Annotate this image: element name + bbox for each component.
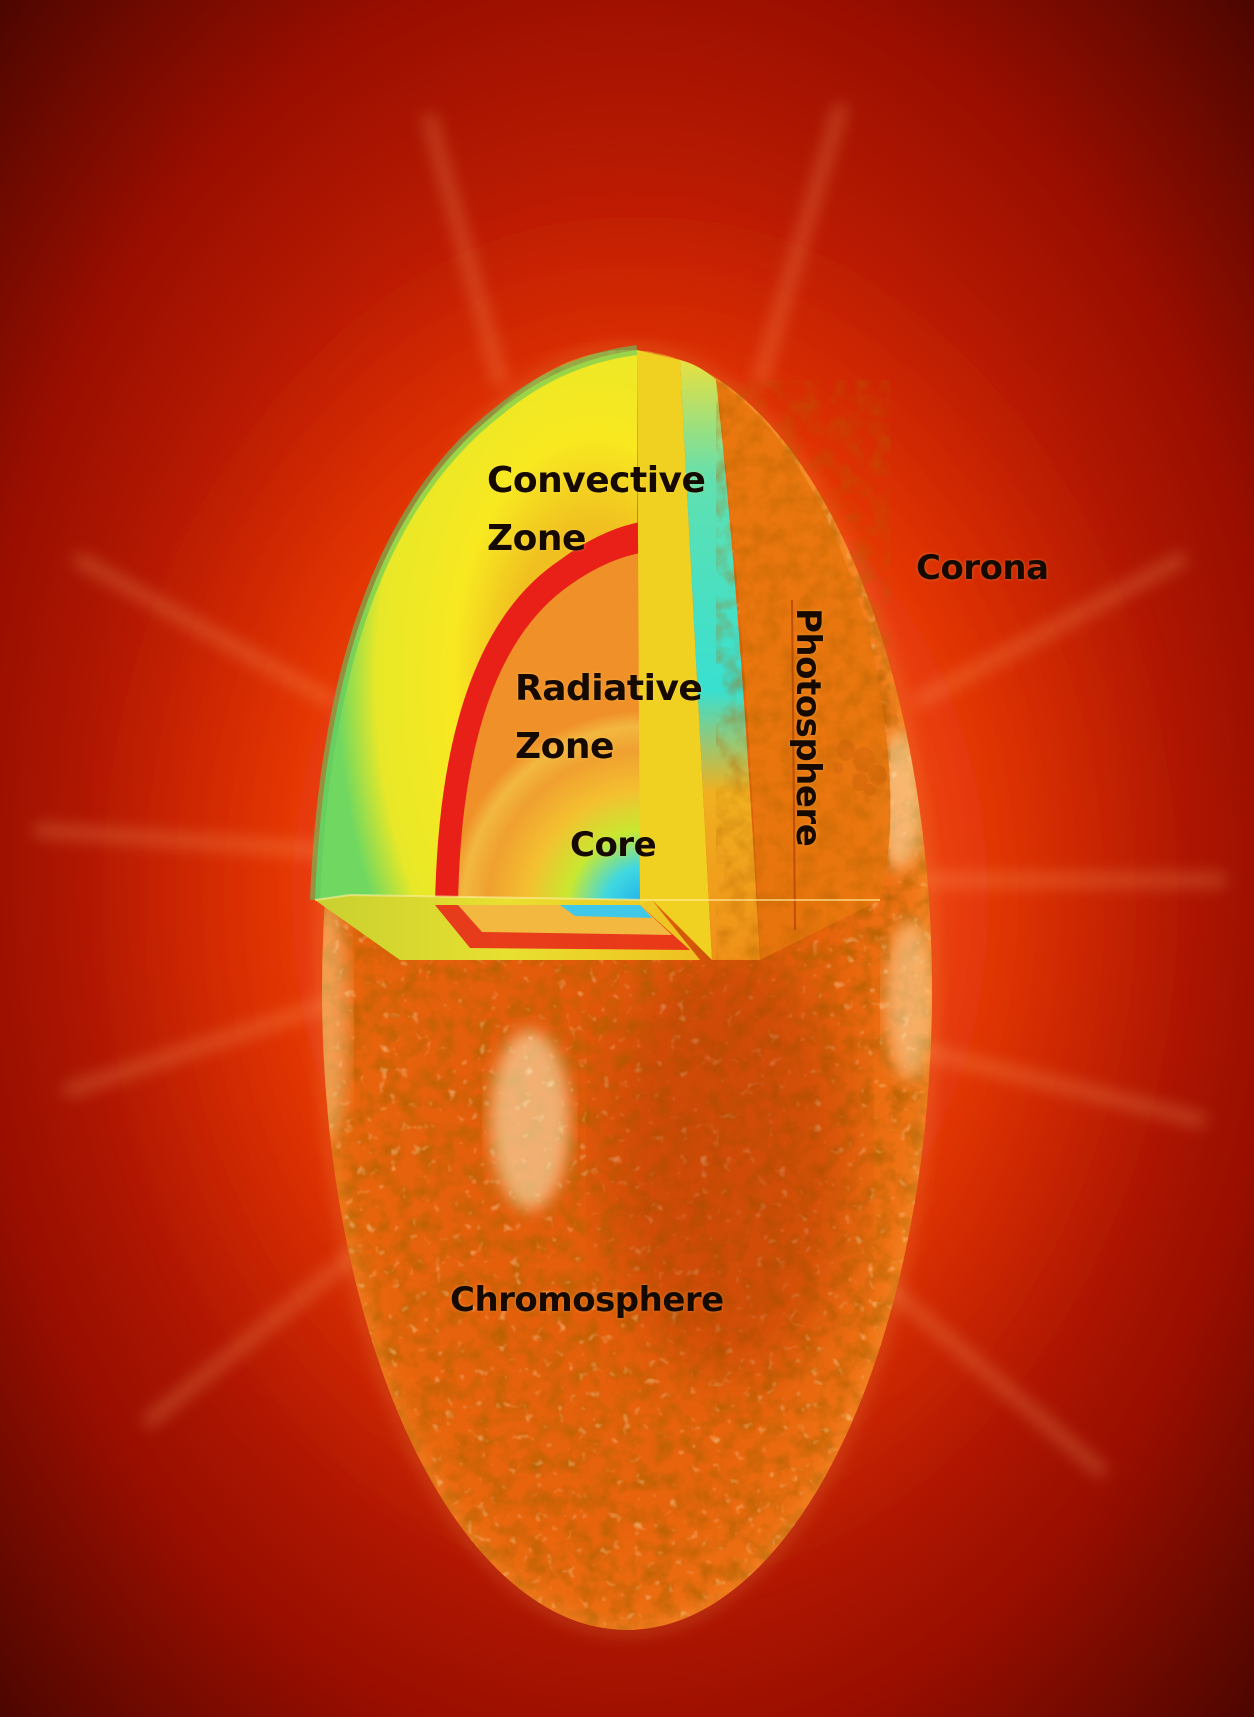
label-convective-zone: Convective Zone: [487, 452, 705, 568]
label-core: Core: [570, 822, 656, 868]
label-corona: Corona: [916, 545, 1049, 591]
label-radiative-line2: Zone: [515, 718, 702, 776]
label-convective-line1: Convective: [487, 452, 705, 510]
label-chromosphere: Chromosphere: [450, 1277, 724, 1323]
label-photosphere: Photosphere: [788, 608, 828, 846]
label-radiative-zone: Radiative Zone: [515, 660, 702, 776]
label-convective-line2: Zone: [487, 510, 705, 568]
label-radiative-line1: Radiative: [515, 660, 702, 718]
